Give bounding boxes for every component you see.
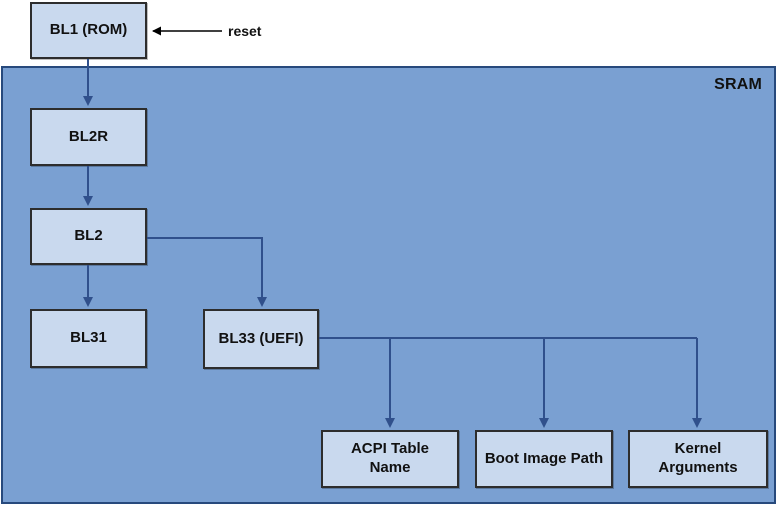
sram-label: SRAM [714, 76, 762, 93]
node-bl31-label: BL31 [70, 329, 107, 347]
node-bl2r: BL2R [30, 108, 147, 166]
node-acpi-table-name-label: ACPI Table Name [350, 440, 430, 476]
node-bl1-rom: BL1 (ROM) [30, 2, 147, 59]
node-bl33-uefi: BL33 (UEFI) [203, 309, 319, 369]
node-bl1-rom-label: BL1 (ROM) [49, 21, 128, 39]
node-bl2: BL2 [30, 208, 147, 265]
node-kernel-arguments: Kernel Arguments [628, 430, 768, 488]
node-boot-image-path: Boot Image Path [475, 430, 613, 488]
node-bl31: BL31 [30, 309, 147, 368]
node-bl2-label: BL2 [74, 227, 103, 245]
node-kernel-arguments-label: Kernel Arguments [658, 440, 738, 476]
node-acpi-table-name: ACPI Table Name [321, 430, 459, 488]
node-boot-image-path-label: Boot Image Path [484, 449, 604, 467]
reset-label: reset [228, 23, 262, 39]
node-bl33-uefi-label: BL33 (UEFI) [218, 329, 304, 347]
node-bl2r-label: BL2R [68, 127, 109, 145]
